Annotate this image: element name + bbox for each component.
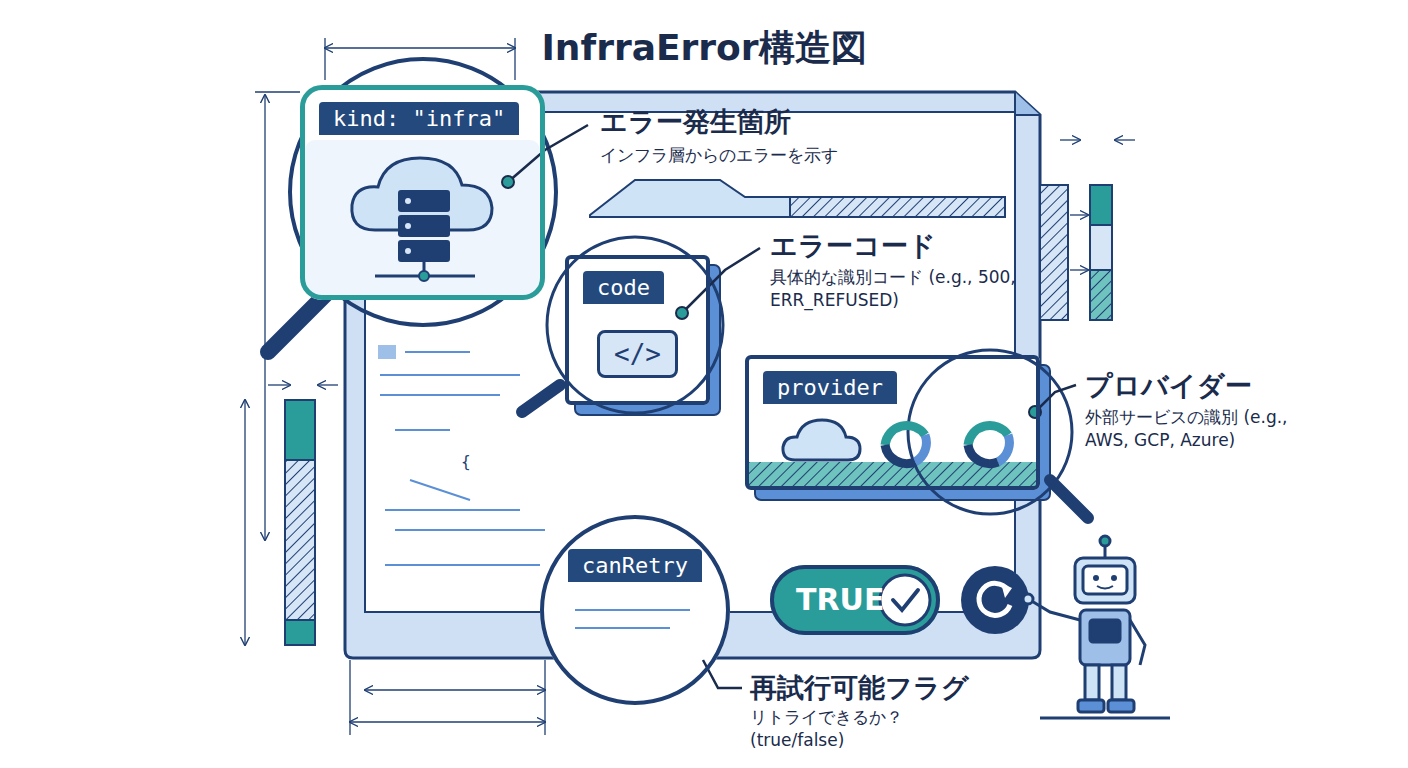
- canretry-lens: canRetry: [540, 515, 730, 705]
- field-tab: canRetry: [568, 549, 702, 582]
- field-tab: provider: [763, 371, 897, 404]
- callout-heading: エラーコード: [770, 228, 936, 264]
- code-panel: code </>: [565, 255, 710, 405]
- callout-heading: 再試行可能フラグ: [750, 670, 969, 706]
- code-brace: {: [461, 452, 471, 471]
- callout-heading: エラー発生箇所: [600, 104, 791, 140]
- toggle-label: TRUE: [774, 569, 884, 631]
- provider-panel: provider: [745, 355, 1040, 490]
- callout-heading: プロバイダー: [1085, 368, 1252, 404]
- callout-text: リトライできるか？ (true/false): [750, 706, 925, 752]
- true-toggle: TRUE: [770, 565, 940, 635]
- kind-panel: kind: "infra": [300, 85, 545, 300]
- field-tab: kind: "infra": [319, 102, 519, 135]
- field-tab: code: [583, 271, 664, 304]
- code-icon: </>: [597, 330, 678, 378]
- diagram-title: InfrraError構造図: [0, 24, 1408, 73]
- callout-text: インフラ層からのエラーを示す: [600, 144, 900, 167]
- callout-text: 具体的な識別コード (e.g., 500, ERR_REFUSED): [770, 266, 1020, 312]
- callout-text: 外部サービスの識別 (e.g., AWS, GCP, Azure): [1085, 406, 1325, 452]
